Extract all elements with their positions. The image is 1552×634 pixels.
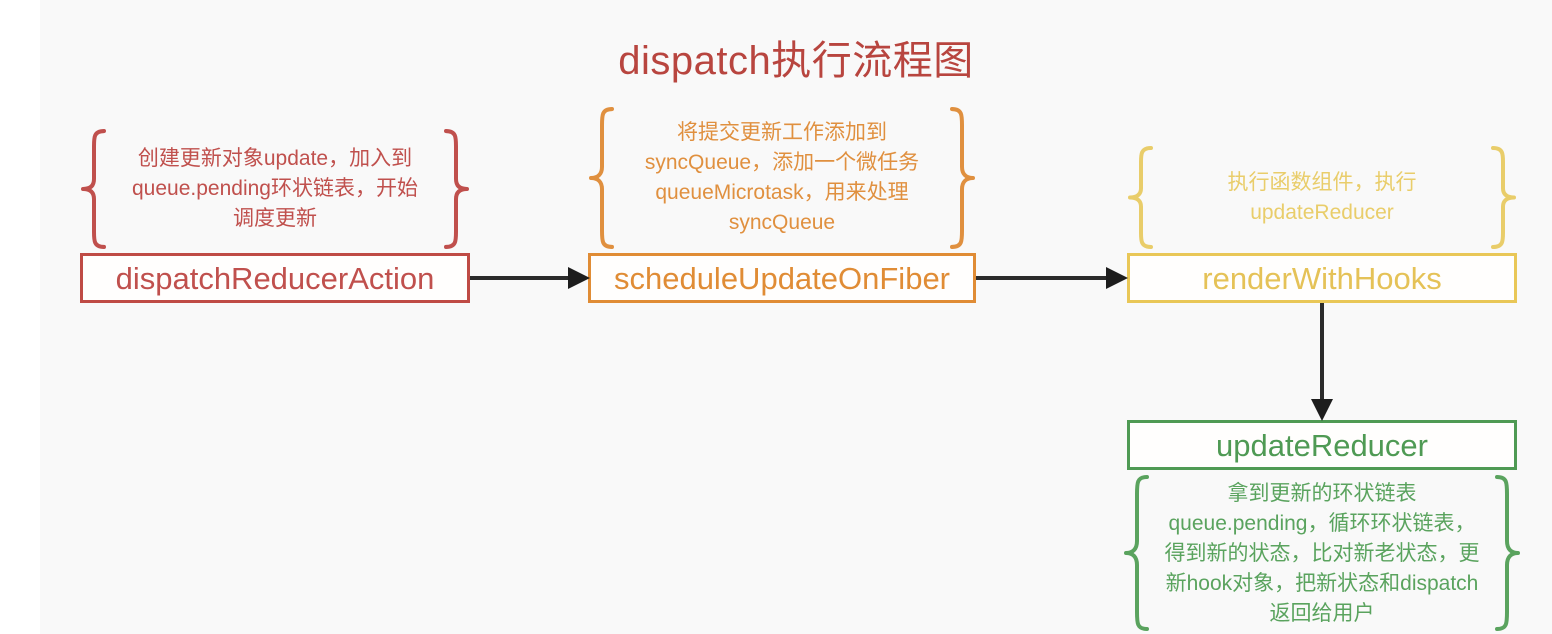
node-label: dispatchReducerAction [115, 260, 435, 296]
node-label: updateReducer [1216, 427, 1428, 463]
arrow-dispatch-to-schedule [470, 267, 590, 289]
right-brace-icon [1491, 145, 1517, 250]
right-brace-icon [444, 128, 470, 250]
node-schedule-update-on-fiber[interactable]: scheduleUpdateOnFiber [588, 253, 976, 303]
arrow-schedule-to-render [976, 267, 1128, 289]
annotation-text: 创建更新对象update，加入到 queue.pending环状链表，开始 调度… [132, 147, 418, 230]
annotation-update-reducer: 拿到更新的环状链表 queue.pending，循环环状链表， 得到新的状态，比… [1123, 474, 1521, 634]
node-label: scheduleUpdateOnFiber [613, 260, 951, 296]
left-brace-icon [80, 128, 106, 250]
annotation-text: 拿到更新的环状链表 queue.pending，循环环状链表， 得到新的状态，比… [1164, 482, 1480, 625]
right-brace-icon [950, 106, 976, 250]
annotation-render-with-hooks: 执行函数组件，执行 updateReducer [1127, 145, 1517, 250]
annotation-schedule-update-on-fiber: 将提交更新工作添加到 syncQueue，添加一个微任务 queueMicrot… [588, 106, 976, 250]
diagram-canvas: dispatch执行流程图 创建更新对象update，加入到 queue.pen… [40, 0, 1552, 634]
left-brace-icon [1127, 145, 1153, 250]
left-brace-icon [1123, 474, 1149, 634]
annotation-dispatch-reducer-action: 创建更新对象update，加入到 queue.pending环状链表，开始 调度… [80, 128, 470, 250]
node-render-with-hooks[interactable]: renderWithHooks [1127, 253, 1517, 303]
right-brace-icon [1495, 474, 1521, 634]
annotation-text: 执行函数组件，执行 updateReducer [1227, 170, 1417, 224]
page-title: dispatch执行流程图 [618, 39, 974, 83]
node-dispatch-reducer-action[interactable]: dispatchReducerAction [80, 253, 470, 303]
annotation-text: 将提交更新工作添加到 syncQueue，添加一个微任务 queueMicrot… [644, 121, 920, 234]
node-update-reducer[interactable]: updateReducer [1127, 420, 1517, 470]
left-brace-icon [588, 106, 614, 250]
arrow-render-to-update-reducer [1311, 303, 1333, 421]
node-label: renderWithHooks [1202, 260, 1442, 296]
